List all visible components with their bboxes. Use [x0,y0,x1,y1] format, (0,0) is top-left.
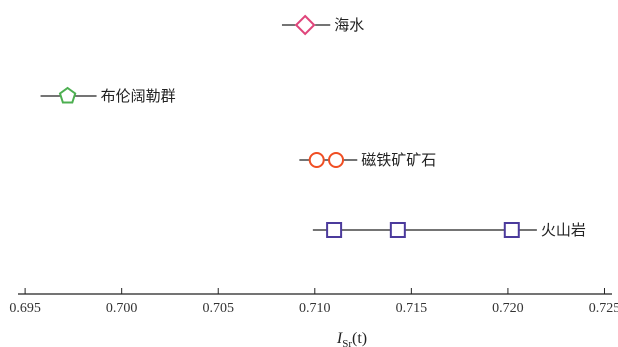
x-axis: 0.695 0.700 0.705 0.710 0.715 0.720 0.725 ISr(… [9,288,618,347]
x-tick-label: 0.720 [492,301,524,316]
series-2: 磁铁矿矿石 [299,151,436,169]
series-0: 海水 [281,14,364,36]
x-tick-label: 0.695 [9,301,41,316]
series-label: 火山岩 [541,221,586,239]
data-point [328,152,345,168]
x-tick-label: 0.725 [589,301,618,316]
data-point [326,222,343,238]
data-point [389,222,406,238]
x-axis-ticks: 0.695 0.700 0.705 0.710 0.715 0.720 0.725 [9,288,618,316]
x-tick-label: 0.705 [202,301,234,316]
data-point [294,14,316,36]
series-1: 布伦阔勒群 [40,86,176,105]
x-axis-title: ISr(t) [336,330,367,347]
data-point [58,86,77,104]
x-tick-label: 0.715 [396,301,428,316]
data-point [503,222,520,238]
x-tick-label: 0.700 [106,301,138,316]
series-label: 磁铁矿矿石 [361,151,436,169]
series-label: 布伦阔勒群 [101,87,176,105]
series-3: 火山岩 [312,221,586,239]
data-point [308,152,325,168]
series-label: 海水 [334,16,364,34]
x-tick-label: 0.710 [299,301,331,316]
